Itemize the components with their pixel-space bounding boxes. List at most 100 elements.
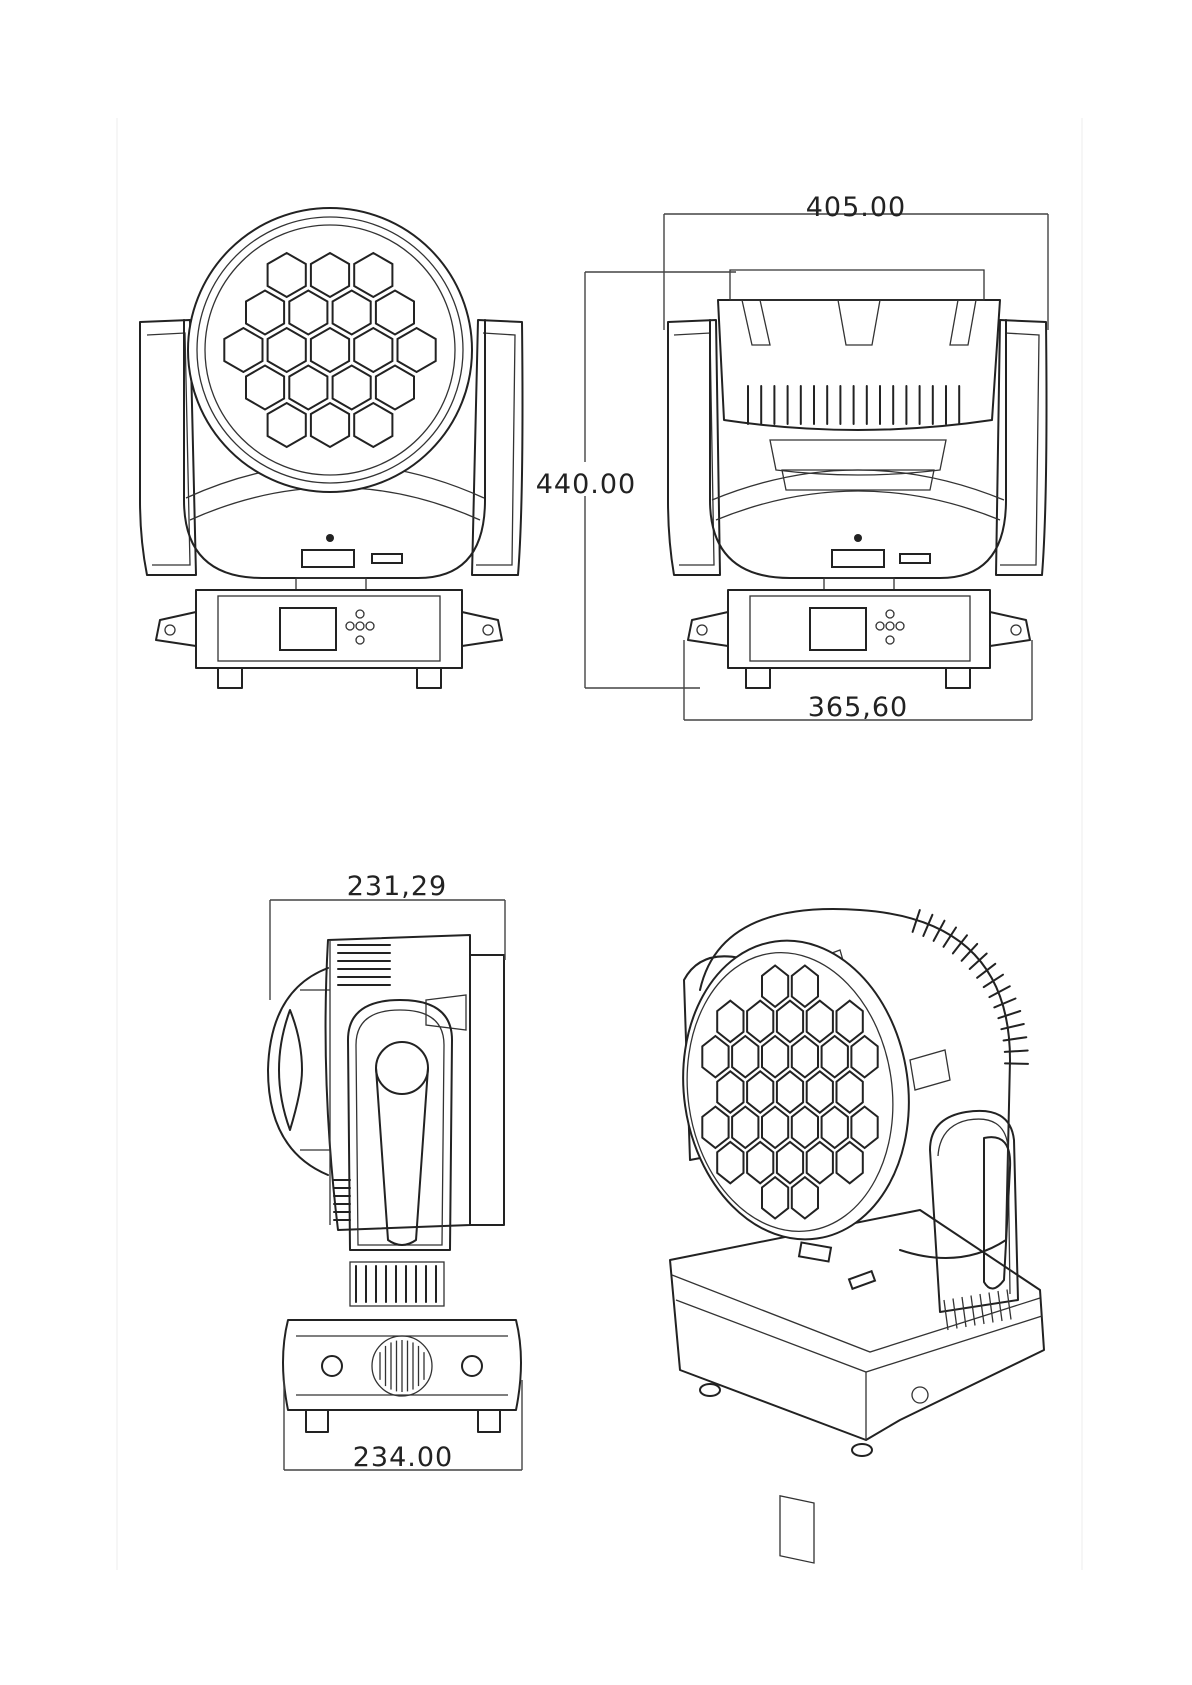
back-base-right-hole [1011, 625, 1021, 635]
back-head-label [832, 550, 884, 567]
front-base-foot-left [218, 668, 242, 688]
dimension-front-width: 405.00 [664, 192, 1048, 330]
side-yoke-fins [356, 1266, 436, 1302]
side-yoke-arm [348, 1000, 452, 1250]
front-lens-cell [354, 403, 392, 447]
iso-lens-cell [851, 1036, 877, 1077]
front-view [140, 208, 523, 688]
front-base-left-handle [156, 612, 196, 646]
iso-lens-cell [807, 1001, 833, 1042]
iso-lens-cell [777, 1071, 803, 1112]
isometric-view [664, 909, 1044, 1563]
back-base-left-hole [697, 625, 707, 635]
iso-lens-cell [822, 1036, 848, 1077]
iso-yoke-fin [944, 1300, 948, 1330]
iso-fin [994, 999, 1015, 1008]
front-lens-cell [289, 291, 327, 335]
front-lens-cell [289, 366, 327, 410]
front-lens-cell [333, 291, 371, 335]
iso-lens-cell [762, 1107, 788, 1148]
iso-lens-cell [732, 1107, 758, 1148]
iso-lens-cell [792, 1036, 818, 1077]
iso-yoke-fin [971, 1296, 975, 1326]
side-yoke-pivot [376, 1042, 428, 1094]
iso-fin [977, 964, 995, 978]
side-base-foot-right [478, 1410, 500, 1432]
front-lens-cell [376, 291, 414, 335]
iso-base-edge-2 [676, 1300, 1042, 1372]
dimension-height-label: 440.00 [536, 469, 636, 500]
iso-fin [1005, 1063, 1028, 1064]
dimension-side-depth-label: 231,29 [347, 871, 447, 902]
dimension-front-width-label: 405.00 [806, 192, 906, 223]
dimension-side-base: 234.00 [284, 1380, 522, 1473]
front-head-badge [372, 554, 402, 563]
iso-lens-cell [747, 1001, 773, 1042]
iso-head-fins [913, 910, 1028, 1064]
iso-head-badge [849, 1271, 875, 1289]
dimension-height: 440.00 [536, 272, 736, 688]
back-rib-center [838, 300, 880, 345]
iso-yoke-fin [980, 1294, 984, 1324]
iso-lens-cell [762, 966, 788, 1007]
front-base-buttons [346, 610, 374, 644]
back-rib-right [950, 300, 976, 345]
iso-lens-cell [762, 1177, 788, 1218]
iso-lens-cell [717, 1142, 743, 1183]
front-lens-cell [398, 328, 436, 372]
front-lens-cell [333, 366, 371, 410]
back-rib-left [742, 300, 770, 345]
iso-base-body [670, 1210, 1044, 1440]
iso-head-vent-2 [910, 1050, 950, 1090]
iso-foot-1 [700, 1384, 720, 1396]
front-lens-cell [246, 366, 284, 410]
side-lens-front [470, 955, 504, 1225]
iso-yoke-fin [998, 1291, 1002, 1321]
iso-lens-cell [732, 1036, 758, 1077]
side-base-fan-grille [380, 1340, 424, 1392]
iso-right-yoke-fins [944, 1290, 1011, 1331]
front-lens-cell [376, 366, 414, 410]
front-neck [296, 578, 366, 590]
side-base-right-knob [462, 1356, 482, 1376]
front-head-label [302, 550, 354, 567]
side-rear-lens [279, 1010, 302, 1130]
front-lens-cell [268, 253, 306, 297]
back-base-foot-right [946, 668, 970, 688]
iso-yoke-fin [989, 1293, 993, 1323]
iso-fin [998, 1011, 1020, 1018]
front-lens-cell [268, 328, 306, 372]
back-top-bracket [730, 270, 984, 300]
back-base-left-handle [688, 612, 728, 646]
iso-lens-cell [777, 1142, 803, 1183]
iso-fin [1004, 1037, 1027, 1040]
iso-lens-cell [717, 1071, 743, 1112]
iso-lens-cell [762, 1036, 788, 1077]
back-base-buttons [876, 610, 904, 644]
front-lens-cell [354, 328, 392, 372]
iso-fin [962, 944, 978, 961]
front-base-left-hole [165, 625, 175, 635]
iso-lens-cell [717, 1001, 743, 1042]
back-base-display [810, 608, 866, 650]
iso-lens-cell [747, 1071, 773, 1112]
side-head-fins-top [338, 945, 390, 985]
front-lens-cell [311, 403, 349, 447]
dimension-base-width: 365,60 [684, 640, 1032, 723]
iso-lens-cell [822, 1107, 848, 1148]
iso-lens-cell [807, 1071, 833, 1112]
iso-lens-cell [851, 1107, 877, 1148]
front-lens-cell [224, 328, 262, 372]
front-base-right-hole [483, 625, 493, 635]
iso-lens-cell [702, 1107, 728, 1148]
front-lens-cell [354, 253, 392, 297]
back-head-screw [854, 534, 862, 542]
iso-lens-cell [837, 1142, 863, 1183]
iso-lens-cell [837, 1071, 863, 1112]
iso-fin [1005, 1051, 1028, 1052]
side-view: 231,29 234.00 [268, 871, 522, 1473]
front-lens-cell [311, 253, 349, 297]
iso-lens-cell [747, 1142, 773, 1183]
iso-yoke-fin [953, 1299, 957, 1329]
